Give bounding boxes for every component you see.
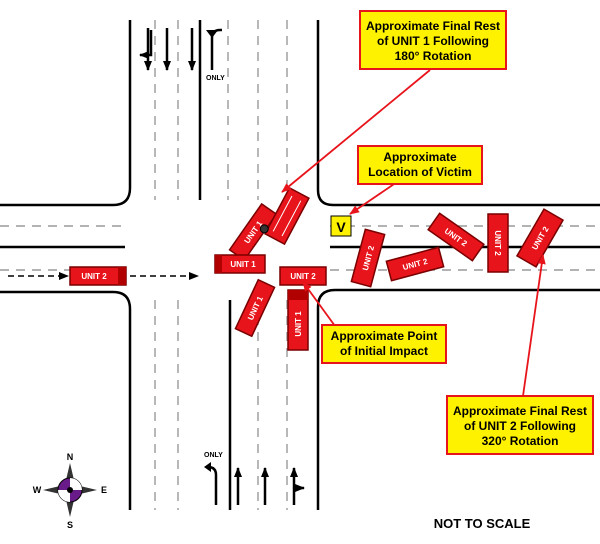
svg-text:180° Rotation: 180° Rotation (395, 49, 472, 63)
only-label-bottom: ONLY (204, 452, 223, 459)
svg-text:Approximate Point: Approximate Point (331, 329, 438, 343)
svg-text:W: W (33, 485, 42, 495)
lane-arrows-top: ONLY (139, 28, 225, 82)
callout-arrows (281, 69, 546, 397)
svg-text:E: E (101, 485, 107, 495)
unit-2-final-rest: UNIT 2 (515, 208, 565, 268)
unit-1-impact: UNIT 1 (214, 254, 266, 274)
svg-text:S: S (67, 520, 73, 530)
svg-text:N: N (67, 452, 74, 462)
svg-text:UNIT 1: UNIT 1 (230, 260, 256, 269)
unit-2-rotated-b: UNIT 2 (385, 246, 445, 282)
callout-initial-impact: Approximate Point of Initial Impact (321, 324, 447, 364)
svg-text:UNIT 2: UNIT 2 (81, 272, 107, 281)
lane-arrows-bottom: ONLY (204, 452, 305, 505)
svg-text:320° Rotation: 320° Rotation (482, 434, 559, 448)
unit-2-rotated-a: UNIT 2 (350, 228, 386, 288)
callout-victim-location: Approximate Location of Victim (357, 145, 483, 185)
svg-text:Approximate Final Rest: Approximate Final Rest (366, 19, 500, 33)
svg-text:Approximate Final Rest: Approximate Final Rest (453, 404, 587, 418)
svg-text:of Initial Impact: of Initial Impact (340, 344, 428, 358)
unit-1-northbound: UNIT 1 (287, 289, 309, 351)
svg-text:UNIT 2: UNIT 2 (290, 272, 316, 281)
svg-text:UNIT 1: UNIT 1 (294, 311, 303, 337)
callout-unit2-final-rest: Approximate Final Rest of UNIT 2 Followi… (446, 395, 594, 455)
svg-text:Location of Victim: Location of Victim (368, 165, 472, 179)
unit-1-final-rest (259, 186, 310, 246)
svg-text:UNIT 2: UNIT 2 (493, 230, 502, 256)
unit-2-rotated-c: UNIT 2 (427, 212, 485, 262)
compass-rose: N S W E (33, 452, 107, 530)
not-to-scale-note: NOT TO SCALE (434, 516, 531, 531)
unit-1-rotated-b: UNIT 1 (234, 278, 276, 338)
svg-text:V: V (336, 219, 346, 235)
callout-unit1-final-rest: Approximate Final Rest of UNIT 1 Followi… (359, 10, 507, 70)
unit-2-approach: UNIT 2 (69, 266, 127, 286)
svg-text:of UNIT 1 Following: of UNIT 1 Following (377, 34, 489, 48)
only-label-top: ONLY (206, 75, 225, 82)
svg-text:of UNIT 2 Following: of UNIT 2 Following (464, 419, 576, 433)
svg-text:Approximate: Approximate (383, 150, 457, 164)
unit-2-rotated-d: UNIT 2 (487, 213, 509, 273)
victim-marker: V (330, 215, 352, 237)
